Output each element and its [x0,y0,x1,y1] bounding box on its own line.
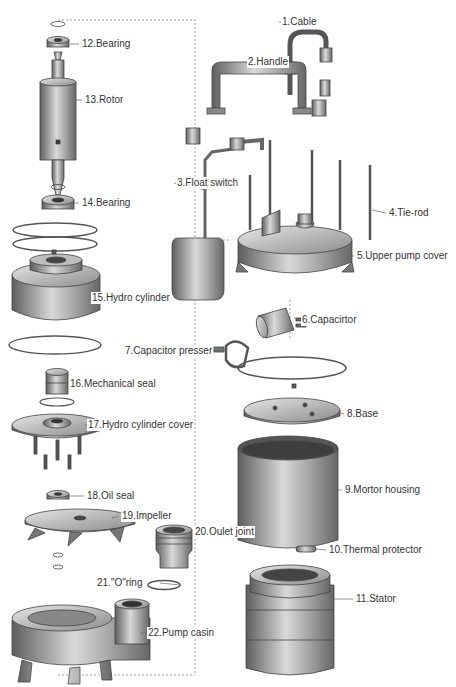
callout-label: 20.Oulet joint [194,526,255,538]
callout-label: 4.Tie-rod [388,207,430,219]
rotor [40,52,76,195]
o-ring [238,357,346,379]
leader-lines [67,22,386,633]
callout-label: 14.Bearing [81,197,131,209]
o-ring [9,336,101,354]
handle [207,62,311,114]
circlip [51,22,65,27]
base [244,398,340,424]
callout-label: 12.Bearing [81,38,131,50]
callout-label: 16.Mechanical seal [69,378,157,390]
upper-pump-cover [236,210,354,273]
callout-label: 21."O"ring [96,577,143,589]
callout-label: 5.Upper pump cover [356,250,449,262]
bearing-12 [47,37,69,48]
callout-label: 22.Pump casin [147,627,215,639]
capacitor [254,308,306,339]
o-ring [148,581,180,590]
tie-rods [250,140,370,240]
bearing-14 [42,195,74,209]
callout-label: 8.Base [346,408,379,420]
stator [246,565,334,675]
o-ring [13,223,97,237]
callout-label: 7.Capacitor presser [124,345,213,357]
callout-label: 11.Stator [355,593,397,605]
callout-label: 17.Hydro cylinder cover [87,419,194,431]
outlet-joint [156,525,192,568]
thermal-protector [296,546,316,552]
callout-label: 3.Float switch [176,177,239,189]
pump-casing [12,599,150,684]
callout-label: 1.Cable [281,16,317,28]
callout-label: 2.Handle [247,56,289,68]
callout-label: 10.Thermal protector [328,544,423,556]
callout-label: 19.Impeller [121,510,172,522]
oil-seal [47,491,69,500]
impeller [25,509,135,546]
callout-label: 6.Capacirtor [301,314,357,326]
mechanical-seal [46,369,68,395]
callout-label: 18.Oil seal [86,490,135,502]
callout-label: 13.Rotor [84,94,124,106]
callout-label: 15.Hydro cylinder [91,292,171,304]
hydro-cylinder [12,250,100,320]
o-ring [13,237,97,251]
float-switch [172,128,262,300]
callout-label: 9.Mortor housing [344,484,421,496]
